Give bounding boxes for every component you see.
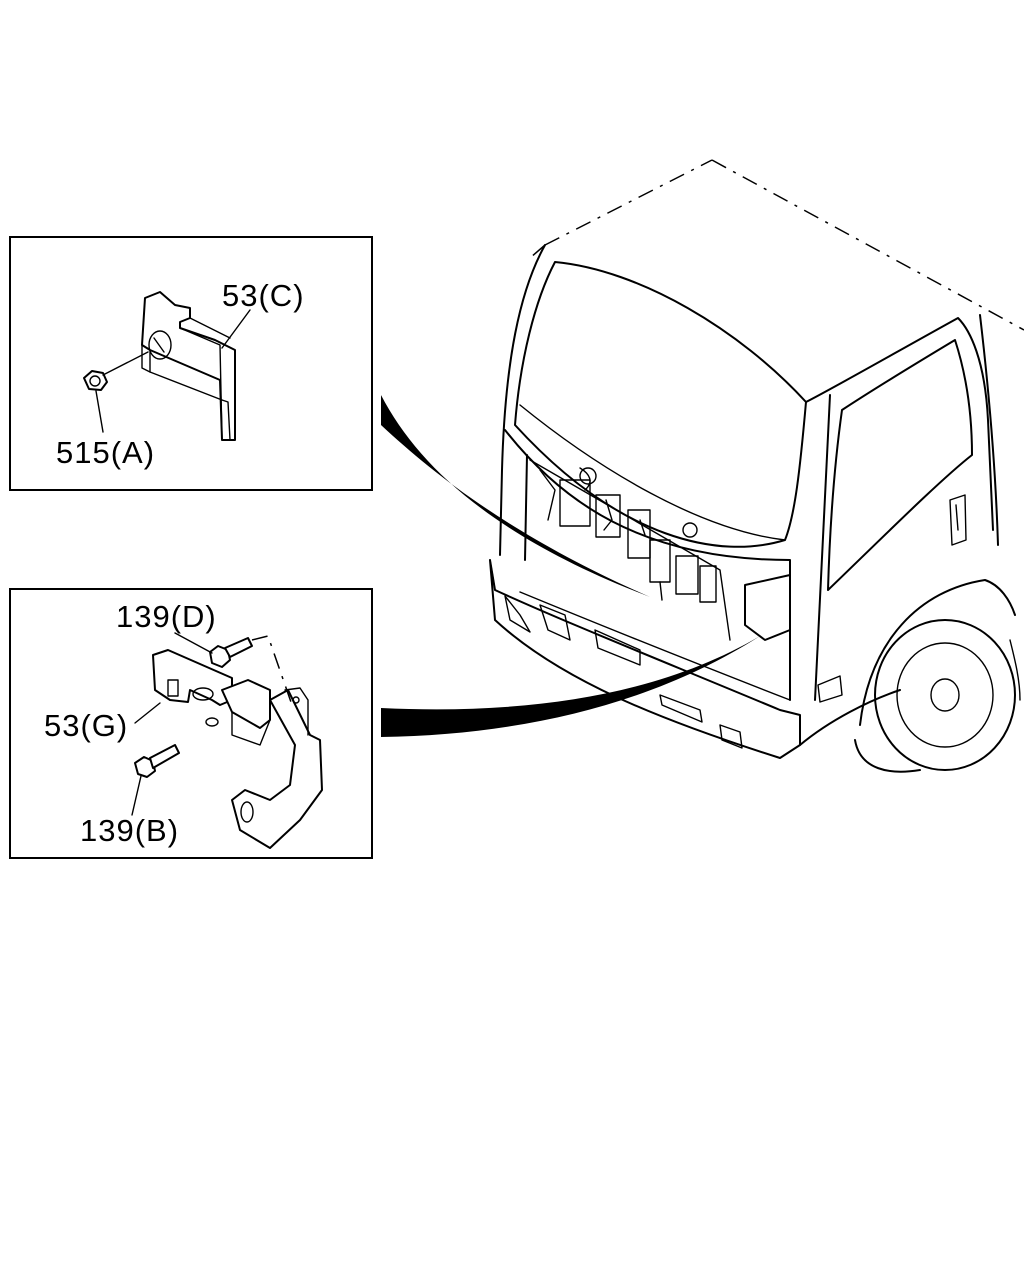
truck-cab-icon (489, 159, 1024, 773)
label-139b: 139(B) (80, 813, 179, 848)
nut-515a-icon (83, 351, 149, 391)
leader-arrow-bottom (381, 636, 760, 737)
label-53g: 53(G) (44, 708, 128, 743)
detail-box-top: 53(C) 515(A) (9, 236, 373, 491)
label-53c: 53(C) (222, 278, 305, 313)
bolt-139d-icon (209, 635, 293, 706)
bracket-53g-icon (152, 649, 323, 849)
label-515a: 515(A) (56, 435, 155, 470)
label-139d: 139(D) (116, 599, 217, 634)
bolt-139b-icon (134, 744, 180, 778)
detail-box-bottom: 139(D) 53(G) 139(B) (9, 588, 373, 859)
bracket-53c-icon (141, 291, 236, 441)
